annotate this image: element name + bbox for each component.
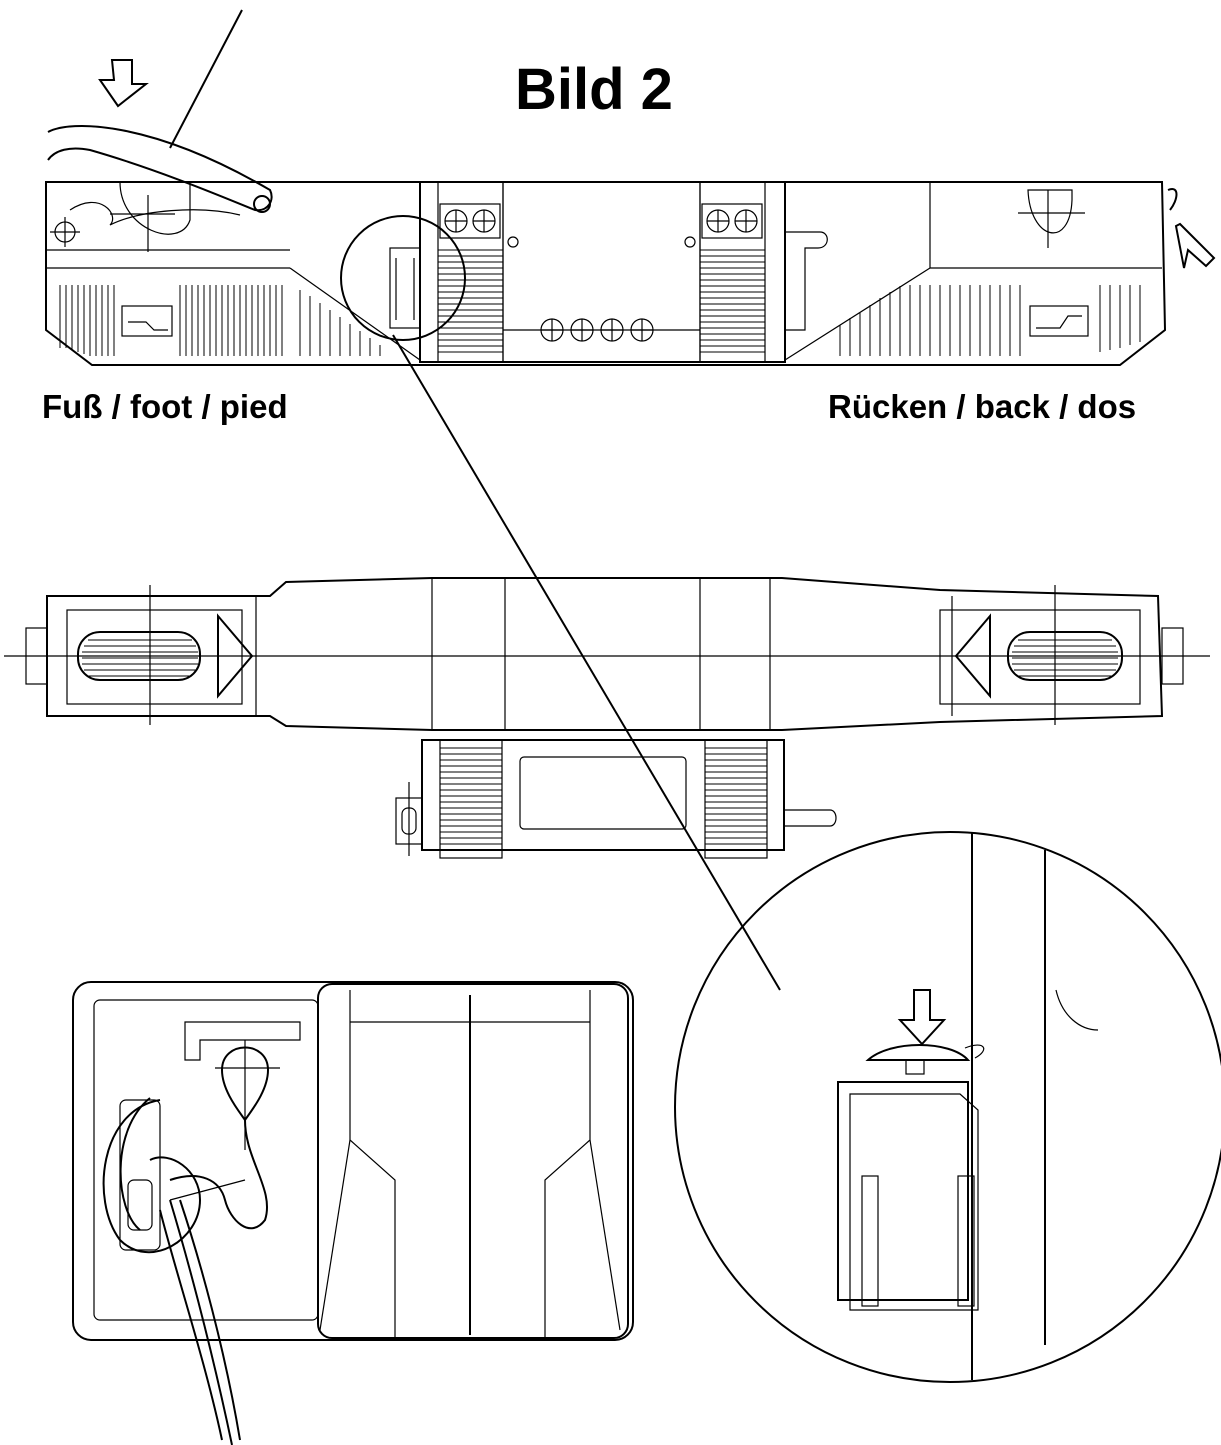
housing-hatch (438, 249, 765, 353)
side-hatch-right (839, 285, 1141, 356)
side-view (45, 9, 1216, 991)
top-view (4, 577, 1210, 859)
grip-right-hatch (1012, 639, 1118, 677)
arrow-triangle-right (954, 613, 991, 699)
detail-callout-circle (340, 215, 466, 341)
arrow-triangle-left (217, 613, 254, 699)
push-arrow-left (98, 59, 149, 108)
grip-left (77, 631, 201, 681)
detail-leader-line (392, 334, 781, 991)
cable-loop (102, 1099, 202, 1254)
push-arrow-right (1174, 222, 1216, 269)
sensor-bulb (220, 1046, 270, 1122)
release-lever (47, 125, 273, 212)
battery-holder (837, 1081, 969, 1301)
leader-line-top (169, 9, 243, 149)
lower-peg (784, 809, 837, 827)
detail-magnified-circle (674, 831, 1221, 1383)
screws (439, 203, 763, 342)
foot-switch-symbol (121, 305, 173, 337)
back-switch-symbol (1029, 305, 1089, 337)
underside-detail (72, 981, 634, 1445)
lower-housing-hatch (440, 747, 767, 851)
grip-left-hatch (82, 639, 198, 677)
back-end-label: Rücken / back / dos (828, 388, 1137, 425)
underside-outline (72, 981, 634, 1341)
right-clip (1167, 188, 1178, 211)
top-body-outline (46, 577, 1164, 731)
battery-compartment-detail (674, 831, 1221, 1383)
release-button-cap (865, 1044, 971, 1061)
press-arrow (897, 989, 947, 1046)
side-hook (785, 231, 828, 331)
strap (169, 1199, 233, 1445)
lever-pivot (253, 195, 271, 213)
lower-window (519, 756, 687, 830)
side-hatch-left (59, 285, 381, 356)
side-body-outline (45, 181, 1167, 366)
foot-end-label: Fuß / foot / pied (42, 388, 288, 425)
figure-title: Bild 2 (515, 57, 673, 122)
lower-housing (421, 739, 785, 851)
grip-right (1007, 631, 1123, 681)
